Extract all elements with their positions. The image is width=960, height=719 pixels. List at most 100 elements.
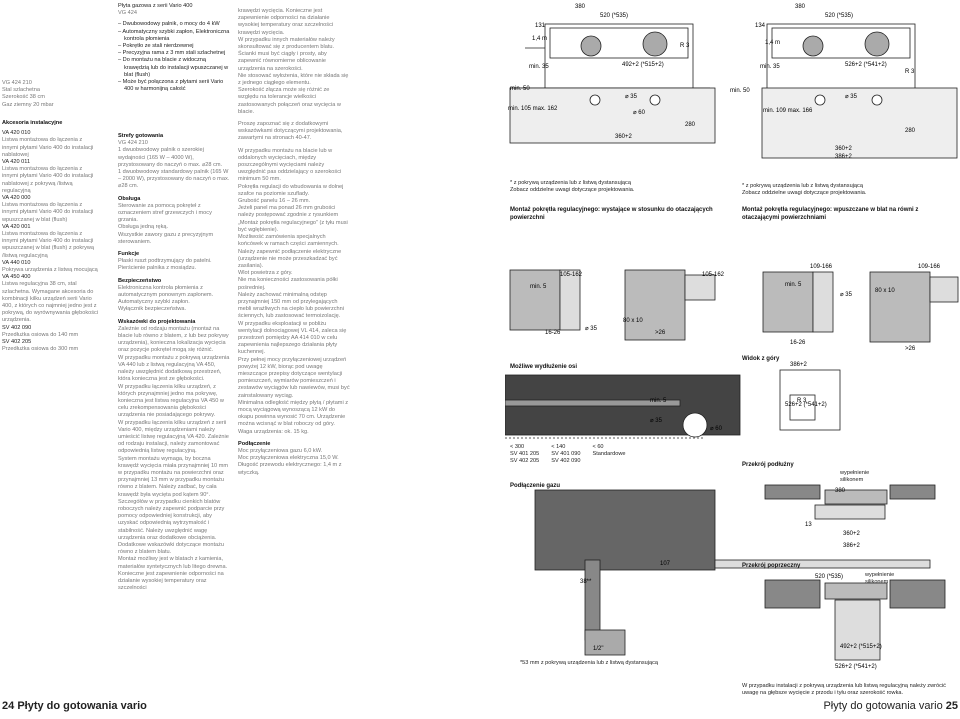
section-text: Elektroniczna kontrola płomienia z autom… [118, 284, 214, 313]
dim-109-166-a: 109-166 [810, 264, 833, 270]
dim-dia35-r: ⌀ 35 [845, 94, 858, 100]
right-caption-gas: Podłączenie gazu [510, 483, 561, 489]
drawing-long-section [764, 484, 936, 520]
dim-80x10: 80 x 10 [623, 318, 643, 324]
right-caption-cross: Przekrój poprzeczny [742, 563, 801, 569]
left-footer-title: Płyty do gotowania vario [17, 700, 147, 712]
feature-item: – Automatyczny szybki zapłon, Elektronic… [118, 28, 230, 42]
dim-526: 526+2 (*541+2) [845, 62, 887, 68]
drawing-surface-mount [509, 23, 716, 144]
dim-r3-top: R 3 [797, 398, 807, 404]
dim-492-cross: 492+2 (*515+2) [840, 644, 882, 650]
right-footnote-left: * z pokrywą urządzenia lub z listwą dyst… [510, 180, 635, 194]
dim-280-r: 280 [905, 128, 916, 134]
feature-item: – Pokrętło ze stali nierdzewnej [118, 43, 194, 50]
dim-105-162: min. 105 max. 162 [508, 106, 558, 112]
section-text: Moc przyłączeniowa gazu 6,0 kW. Moc przy… [238, 447, 342, 476]
section-heading: Bezpieczeństwo [118, 277, 162, 284]
ext-labels: < 300 SV 401 205 SV 402 205< 140 SV 401 … [510, 444, 740, 466]
dim-386-long: 386+2 [843, 543, 861, 549]
dim-109-166: min. 109 max. 166 [763, 108, 813, 114]
dim-380-long: 380 [835, 488, 846, 494]
dim-520: 520 (*535) [600, 13, 628, 19]
accessory-desc: Listwa regulacyjna 38 cm, stal szlachetn… [2, 281, 99, 324]
accessory-code: SV 402 090 [2, 324, 32, 331]
dim-109-166-b: 109-166 [918, 264, 941, 270]
dim-386-top: 386+2 [790, 362, 808, 368]
dim-dia35-ext: ⌀ 35 [650, 418, 663, 424]
feature-item: – Precyzyjna rama z 3 mm stali szlachetn… [118, 50, 226, 57]
dim-1-4m: 1,4 m [532, 36, 547, 42]
product-title: Płyta gazowa z serii Vario 400 [118, 3, 193, 9]
dim-dia35: ⌀ 35 [625, 94, 638, 100]
section-text: Zależnie od rodzaju montażu (montaż na b… [118, 325, 230, 592]
right-footnote-bottom-right: W przypadku instalacji z pokrywą urządze… [742, 683, 946, 697]
dim-134: 134 [755, 23, 766, 29]
feature-item: – Do montażu na blacie z widoczną krawęd… [118, 57, 229, 78]
dim-380: 380 [575, 4, 586, 10]
dim-520-cross: 520 (*535) [815, 574, 843, 580]
dim-38: 38** [580, 579, 592, 585]
dim-dia35-k: ⌀ 35 [585, 326, 598, 332]
drawing-top-view [779, 369, 841, 431]
dim-min35-r: min. 35 [760, 64, 780, 70]
dim-80x10-r: 80 x 10 [875, 288, 895, 294]
section-heading: Podłączenie [238, 440, 271, 447]
model-line-3: Szerokość 38 cm [2, 94, 45, 101]
section-text: Proszę zapoznać się z dodatkowymi wskazó… [238, 121, 343, 142]
section-text: Sterowanie za pomocą pokręteł z oznaczen… [118, 202, 214, 245]
right-label-seal-2: wypełnienie silikonem [865, 572, 895, 586]
right-caption-knob-right: Montaż pokrętła regulacyjnego: wpuszczan… [742, 207, 919, 221]
dim-13: 13 [805, 522, 812, 528]
accessory-desc: Przedłużka osiowa do 140 mm [2, 331, 79, 338]
drawing-shaft-extension [504, 374, 741, 439]
dim-min50: min. 50 [510, 86, 530, 92]
accessories-heading: Akcesoria instalacyjne [2, 120, 63, 126]
accessory-desc: Listwa montażowa do łączenia z innymi pł… [2, 202, 94, 223]
left-footer: 24 Płyty do gotowania vario [2, 700, 147, 712]
dim-gt26: >26 [655, 330, 666, 336]
technical-drawings: 380 520 (*535) 131 1,4 m min. 35 min. 50… [504, 4, 959, 670]
dim-16-26-r: 16-26 [790, 340, 806, 346]
dim-min50-r: min. 50 [730, 88, 750, 94]
section-heading: Strefy gotowania [118, 133, 164, 139]
drawing-knob-flush [762, 271, 959, 343]
accessory-code: VA 450 400 [2, 274, 31, 281]
dim-105-162-a: 105-162 [560, 272, 583, 278]
ext-label: < 300 SV 401 205 SV 402 205 [510, 444, 540, 465]
drawing-knob-protruding [509, 269, 716, 341]
accessory-desc: Pokrywa urządzenia z listwą mocującą [2, 267, 98, 274]
ext-label: < 60 Standardowe [592, 444, 626, 458]
dim-r3-r: R 3 [905, 69, 915, 75]
dim-min35: min. 35 [529, 64, 549, 70]
dim-105-162-b: 105-162 [702, 272, 725, 278]
accessory-code: VA 420 011 [2, 159, 31, 166]
dim-526-cross: 526+2 (*541+2) [835, 664, 877, 670]
accessory-desc: Listwa montażowa do łączenia z innymi pł… [2, 137, 94, 158]
accessory-code: VA 420 000 [2, 195, 31, 202]
dim-492: 492+2 (*515+2) [622, 62, 664, 68]
col2-top: Płyta gazowa z serii Vario 400 VG 424 – … [118, 3, 230, 93]
drawing-gas-connection [534, 489, 931, 656]
accessory-desc: Listwa montażowa do łączenia z innymi pł… [2, 166, 94, 194]
section-heading: Funkcje [118, 251, 140, 258]
dim-16-26: 16-26 [545, 330, 561, 336]
drawing-cross-section [764, 579, 946, 661]
feature-list: – Dwubowodowy palnik, o mocy do 4 kW– Au… [118, 21, 230, 93]
dim-min5-b: min. 5 [785, 282, 802, 288]
section-text: W przypadku montażu na blacie lub w odda… [238, 147, 350, 435]
col3-text: krawędzi wycięcia. Konieczne jest zapewn… [238, 3, 350, 477]
right-footer: Płyty do gotowania vario 25 [823, 700, 958, 712]
right-caption-ext: Możliwe wydłużenie osi [510, 364, 578, 370]
dim-526-top: 526+2 (*541+2) [785, 402, 827, 408]
section-text: Płaski ruszt podtrzymujący do patelni. P… [118, 258, 212, 272]
dim-dia60: ⌀ 60 [633, 110, 646, 116]
drawing-flush-mount [761, 23, 958, 159]
section-text: VG 424 210 1 dwuobwodowy palnik o szerok… [118, 140, 230, 190]
dim-360: 360+2 [615, 134, 633, 140]
feature-item: – Może być połączona z płytami serii Var… [118, 79, 224, 93]
dim-1-4m-r: 1,4 m [765, 40, 780, 46]
accessory-code: VA 420 001 [2, 223, 31, 230]
right-footer-title: Płyty do gotowania vario [823, 700, 943, 712]
